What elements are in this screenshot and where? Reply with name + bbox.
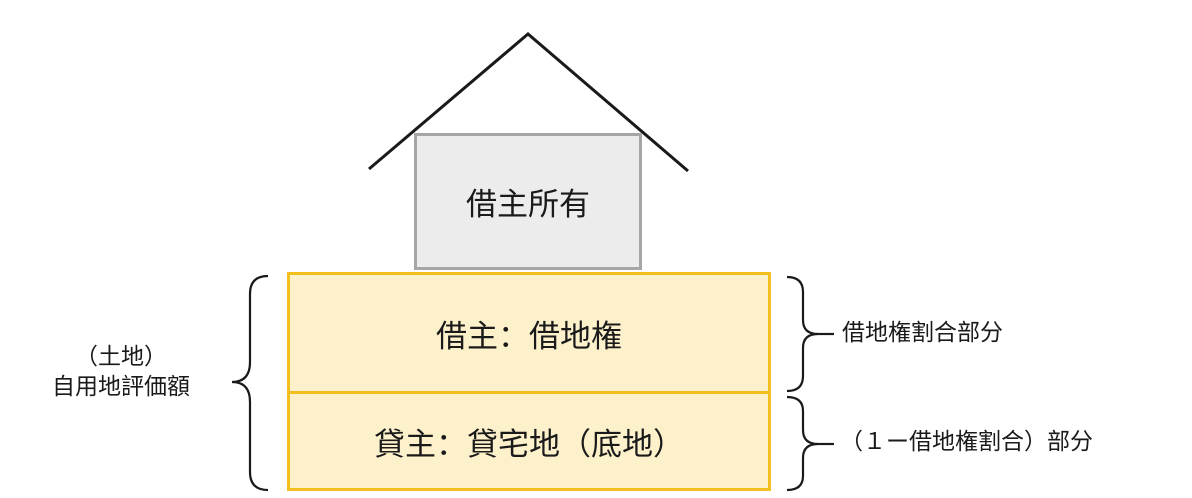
leased-land-box: 貸主：貸宅地（底地） (287, 391, 771, 491)
leasehold-box: 借主：借地権 (287, 272, 771, 394)
roof-line (368, 32, 689, 173)
land-valuation-line2: 自用地評価額 (52, 374, 190, 400)
right-brace-upper (786, 275, 819, 393)
house-box: 借主所有 (414, 133, 642, 270)
leasehold-ratio-label: 借地権割合部分 (842, 320, 1003, 346)
left-brace (231, 274, 269, 492)
right-brace-lower (786, 395, 819, 492)
land-valuation-line1: （土地） (75, 344, 167, 370)
remaining-ratio-label: （１ー借地権割合）部分 (840, 429, 1093, 455)
leasehold-label: 借主：借地権 (436, 318, 622, 355)
leased-land-label: 貸主：貸宅地（底地） (374, 426, 684, 463)
land-valuation-label: （土地） 自用地評価額 (18, 342, 224, 402)
house-label: 借主所有 (466, 187, 590, 223)
